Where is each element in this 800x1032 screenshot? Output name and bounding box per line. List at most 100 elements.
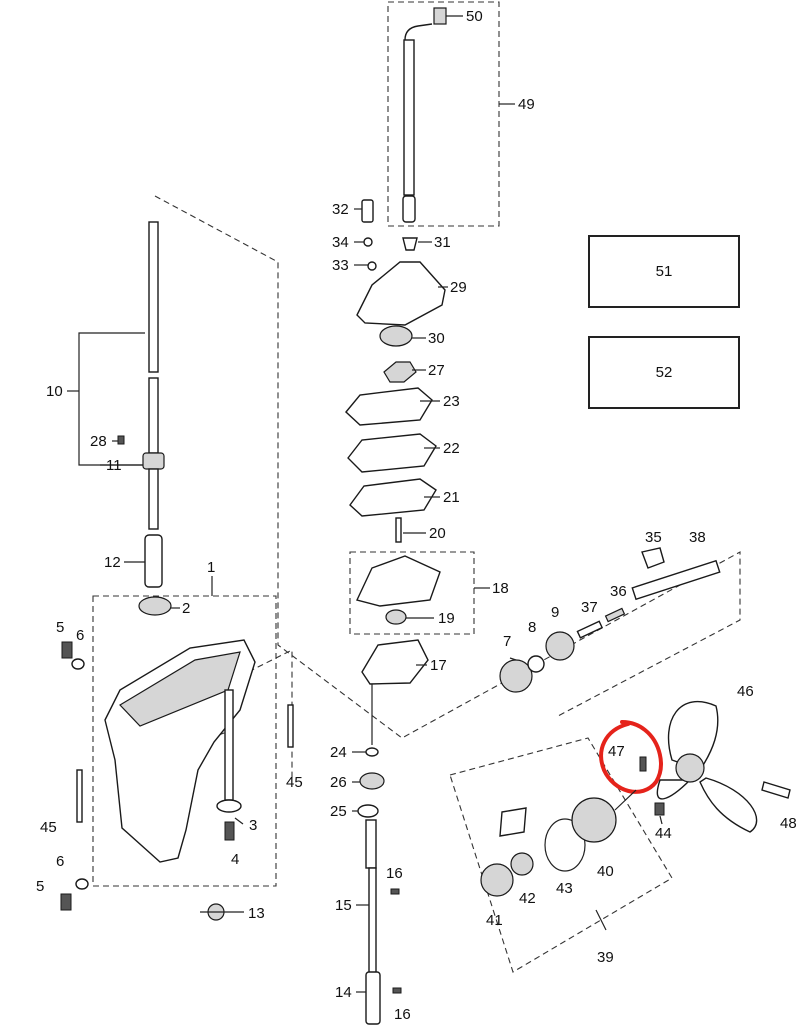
- part-9-gear: [545, 631, 575, 661]
- callout-5a: 5: [56, 619, 64, 636]
- part-26-seal: [359, 772, 385, 790]
- box-52-label: 52: [656, 364, 673, 381]
- callout-24: 24: [330, 744, 347, 761]
- callout-26: 26: [330, 774, 347, 791]
- part-35-clutch: [641, 547, 665, 569]
- callout-30: 30: [428, 330, 445, 347]
- part-47-pin: [639, 756, 647, 772]
- part-24-grommet: [365, 747, 379, 757]
- leader-lines: [67, 15, 663, 993]
- callout-6a: 6: [76, 627, 84, 644]
- callout-15: 15: [335, 897, 352, 914]
- part-36-spring: [604, 607, 626, 623]
- callout-49: 49: [518, 96, 535, 113]
- callout-41: 41: [486, 912, 503, 929]
- part-45-bolt-right: [287, 704, 294, 748]
- part-3-stud: [224, 689, 234, 801]
- part-2-bearing: [138, 596, 172, 616]
- callout-50: 50: [466, 8, 483, 25]
- red-annotation-circle: [599, 720, 663, 794]
- outline-housing: [154, 195, 741, 739]
- callout-45b: 45: [286, 774, 303, 791]
- callout-19: 19: [438, 610, 455, 627]
- callout-39: 39: [597, 949, 614, 966]
- callout-37: 37: [581, 599, 598, 616]
- part-14-rod-end: [365, 971, 381, 1025]
- part-28-pin: [117, 435, 125, 445]
- part-17-gasket: [361, 639, 429, 685]
- callout-7: 7: [503, 633, 511, 650]
- box-51: [588, 235, 740, 308]
- callout-38: 38: [689, 529, 706, 546]
- part-22-liner: [347, 433, 437, 473]
- part-7-bearing: [499, 659, 533, 693]
- part-5-bolt-bottom: [60, 893, 72, 911]
- part-12-sleeve: [144, 534, 163, 588]
- part-31-grommet: [402, 237, 418, 251]
- callout-35: 35: [645, 529, 662, 546]
- part-21-gasket: [349, 478, 437, 517]
- callout-2: 2: [182, 600, 190, 617]
- part-33-washer: [367, 261, 377, 271]
- outline-49: [387, 1, 500, 227]
- callout-6b: 6: [56, 853, 64, 870]
- outline-1: [92, 595, 277, 887]
- callout-20: 20: [429, 525, 446, 542]
- part-42-seal: [510, 852, 534, 876]
- part-20-pin: [395, 517, 402, 543]
- part-43-o-ring: [544, 818, 586, 872]
- part-6-washer-top: [71, 658, 85, 670]
- driveshaft-upper: [148, 221, 159, 373]
- part-49-shift-rod: [402, 7, 447, 223]
- outline-39: [449, 737, 673, 973]
- part-4-bolt: [224, 821, 235, 841]
- part-11-bearing: [142, 452, 165, 470]
- callout-labels: 50 49 32 34 33 31 29 30 27 23 22 21 20 1…: [36, 8, 797, 1023]
- callout-25: 25: [330, 803, 347, 820]
- part-30-impeller-cup: [379, 325, 413, 347]
- part-27-impeller: [383, 361, 417, 383]
- part-1-gearcase: [60, 596, 294, 921]
- callout-18: 18: [492, 580, 509, 597]
- callout-13: 13: [248, 905, 265, 922]
- part-29-pump-housing: [356, 261, 446, 326]
- callout-8: 8: [528, 619, 536, 636]
- part-41-bearing: [480, 863, 514, 897]
- part-6-washer-bottom: [75, 878, 89, 890]
- part-48-nut: [761, 781, 791, 799]
- part-16-pin-a: [390, 888, 400, 895]
- callout-14: 14: [335, 984, 352, 1001]
- part-8-washer: [527, 655, 545, 673]
- prop-blade-right: [699, 777, 758, 833]
- callout-43: 43: [556, 880, 573, 897]
- callout-48: 48: [780, 815, 797, 832]
- callout-27: 27: [428, 362, 445, 379]
- callout-12: 12: [104, 554, 121, 571]
- callout-47: 47: [608, 743, 625, 760]
- rod-end: [402, 195, 416, 223]
- bracket-insert: [499, 807, 527, 837]
- part-38-prop-shaft: [631, 559, 721, 601]
- part-10-driveshaft: [78, 221, 165, 588]
- prop-blade-top: [667, 700, 719, 771]
- shift-rod-upper: [365, 819, 377, 869]
- callout-36: 36: [610, 583, 627, 600]
- callout-3: 3: [249, 817, 257, 834]
- callout-16b: 16: [394, 1006, 411, 1023]
- callout-23: 23: [443, 393, 460, 410]
- part-5-bolt-top: [61, 641, 73, 659]
- callout-32: 32: [332, 201, 349, 218]
- callout-22: 22: [443, 440, 460, 457]
- callout-16a: 16: [386, 865, 403, 882]
- driveshaft-lower: [148, 468, 159, 530]
- part-50-clip: [433, 7, 447, 25]
- callout-46: 46: [737, 683, 754, 700]
- callout-17: 17: [430, 657, 447, 674]
- gearcase-top: [119, 651, 241, 727]
- callout-21: 21: [443, 489, 460, 506]
- callout-33: 33: [332, 257, 349, 274]
- callout-10: 10: [46, 383, 63, 400]
- callout-9: 9: [551, 604, 559, 621]
- prop-blade-left: [656, 779, 692, 800]
- box-51-label: 51: [656, 263, 673, 280]
